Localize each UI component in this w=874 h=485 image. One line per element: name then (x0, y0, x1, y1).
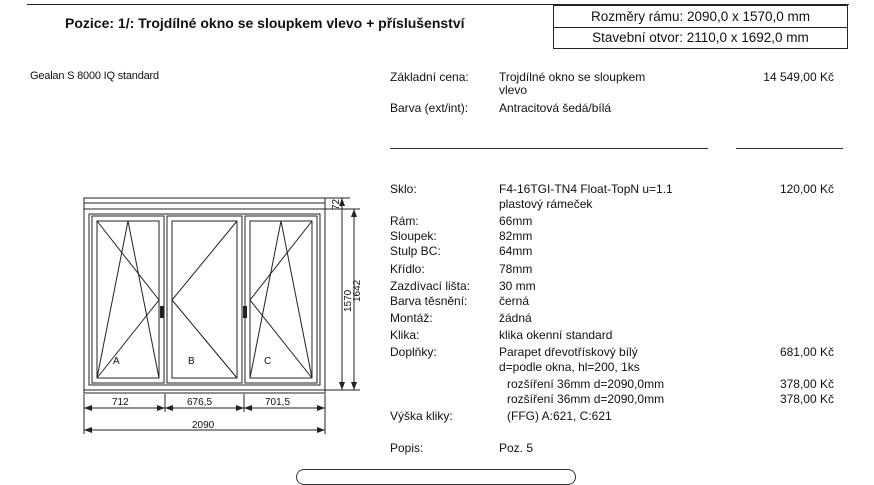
separator-line-price (736, 148, 843, 149)
height-outer-label: 1642 (352, 279, 363, 302)
seal-value: černá (499, 294, 530, 308)
accessory-2: d=podle okna, hl=200, 1ks (499, 360, 640, 374)
frame-label: Rám: (390, 214, 419, 228)
outer-frame (83, 208, 326, 391)
handle-a-icon (160, 306, 164, 318)
sash-b-turn-lines (171, 220, 238, 379)
sash-c-turn-lines (249, 220, 313, 379)
opening-dimensions: Stavební otvor: 2110,0 x 1692,0 mm (592, 30, 809, 45)
sash-label-b: B (188, 356, 195, 367)
sash-c-outer (244, 215, 318, 384)
sash-a-inner (96, 220, 160, 379)
accessory-3-price: 378,00 Kč (779, 377, 834, 391)
base-price-desc-2: vlevo (499, 83, 528, 97)
accessories-label: Doplňky: (390, 345, 437, 359)
bead-value: 30 mm (499, 279, 536, 293)
note-value: Poz. 5 (499, 441, 534, 455)
window-drawing: A B C 712 676,5 701,5 2090 1570 1642 72 (83, 197, 363, 434)
top-extension-profile-2 (83, 202, 326, 210)
install-value: žádná (499, 311, 532, 325)
sash-c-inner (249, 220, 313, 379)
base-price-label: Základní cena: (390, 70, 469, 84)
width-a-label: 712 (112, 397, 129, 408)
note-label: Popis: (390, 441, 424, 455)
sash-label: Křídlo: (390, 262, 425, 276)
mullion-value: 82mm (499, 229, 533, 243)
sash-label-a: A (113, 356, 120, 367)
seal-label: Barva těsnění: (390, 294, 468, 308)
handle-height-label: Výška kliky: (390, 409, 453, 423)
sash-label-c: C (264, 356, 271, 367)
accessory-4-price: 378,00 Kč (779, 392, 834, 406)
sash-a-tilt-lines (96, 220, 160, 379)
bead-label: Zazdívací lišta: (390, 279, 471, 293)
mullion-label: Sloupek: (390, 229, 437, 243)
bottom-sill (83, 389, 326, 394)
glass-price: 120,00 Kč (779, 182, 834, 196)
install-label: Montáž: (390, 311, 433, 325)
width-b-label: 676,5 (187, 397, 212, 408)
total-width-label: 2090 (192, 420, 215, 431)
top-dim-label: 72 (331, 198, 342, 210)
handle-value: klika okenní standard (499, 328, 613, 342)
handle-height-value: (FFG) A:621, C:621 (507, 409, 612, 423)
position-title: Pozice: 1/: Trojdílné okno se sloupkem v… (65, 15, 465, 31)
accessory-1-price: 681,00 Kč (779, 345, 834, 359)
base-price-desc-1: Trojdílné okno se sloupkem (499, 70, 646, 84)
color-label: Barva (ext/int): (390, 101, 469, 115)
inner-frame (88, 213, 321, 386)
glass-label: Sklo: (390, 182, 417, 196)
color-value: Antracitová šedá/bílá (499, 101, 612, 115)
header-rule (27, 4, 849, 5)
sash-b-inner (171, 220, 238, 379)
sash-b-outer (166, 215, 243, 384)
handle-c-icon (243, 306, 247, 318)
frame-dimensions: Rozměry rámu: 2090,0 x 1570,0 mm (554, 6, 847, 28)
sash-a-turn-lines (96, 220, 160, 379)
dimensions-box: Rozměry rámu: 2090,0 x 1570,0 mm Stavebn… (553, 5, 848, 49)
glass-value-1: F4-16TGI-TN4 Float-TopN u=1.1 (499, 182, 673, 196)
accessory-4: rozšíření 36mm d=2090,0mm (507, 392, 665, 406)
stulp-label: Stulp BC: (390, 244, 441, 258)
frame-value: 66mm (499, 214, 533, 228)
sash-c-tilt-lines (249, 220, 313, 379)
glass-value-2: plastový rámeček (499, 197, 593, 211)
separator-line (390, 148, 708, 149)
base-price-value: 14 549,00 Kč (763, 70, 834, 84)
stulp-value: 64mm (499, 244, 533, 258)
accessory-3: rozšíření 36mm d=2090,0mm (507, 377, 665, 391)
product-line: Gealan S 8000 IQ standard (30, 70, 159, 82)
top-extension-profile-1 (83, 197, 326, 204)
sash-value: 78mm (499, 262, 533, 276)
height-inner-label: 1570 (343, 289, 354, 312)
sash-a-outer (91, 215, 165, 384)
width-c-label: 701,5 (265, 397, 290, 408)
handle-label: Klika: (390, 328, 420, 342)
accessory-1: Parapet dřevotřískový bílý (499, 345, 638, 359)
